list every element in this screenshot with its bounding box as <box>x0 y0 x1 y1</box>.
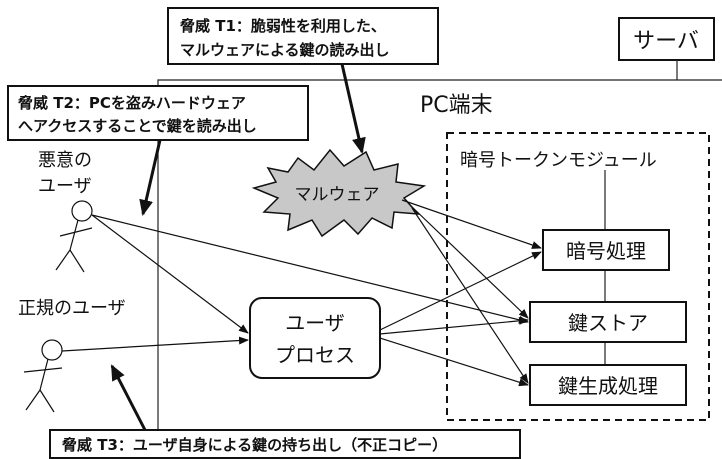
malicious-user-label-1: 悪意の <box>38 150 92 171</box>
threat-t2-line-2: へアクセスすることで鍵を読み出し <box>18 117 257 135</box>
threat-t2-line-1: 脅威 T2：PCを盗みハードウェア <box>17 94 246 112</box>
arrow-malicious-to-process <box>91 214 249 334</box>
threat-t1-line-2: マルウェアによる鍵の読み出し <box>180 41 390 59</box>
threat-t3-box <box>49 429 521 459</box>
threat-t1-arrow <box>340 63 366 154</box>
key-store-box <box>529 301 687 343</box>
threat-t2-arrow <box>139 139 162 216</box>
arrow-malware-to-keygen <box>411 207 529 384</box>
threat-t3-arrow <box>110 364 147 431</box>
arrow-process-to-crypto <box>379 251 542 331</box>
arrow-process-to-keygen <box>379 337 529 387</box>
threat-t1-box <box>167 7 439 65</box>
crypto-process-label: 暗号処理 <box>566 239 646 263</box>
malicious-user-figure-icon <box>55 200 93 273</box>
legit-user-figure-icon <box>23 339 63 413</box>
user-process-label-1: ユーザ <box>285 311 345 335</box>
malicious-user-label-2: ユーザ <box>38 176 92 197</box>
server-label: サーバ <box>633 29 699 54</box>
threat-t3-line-1: 脅威 T3：ユーザ自身による鍵の持ち出し（不正コピー） <box>61 436 447 454</box>
arrow-malicious-to-keystore <box>91 214 529 324</box>
arrow-malware-to-keystore <box>409 204 529 319</box>
key-store-label: 鍵ストア <box>568 311 648 335</box>
arrow-process-to-keystore <box>379 316 529 335</box>
threat-t2-box <box>7 85 309 141</box>
malware-label: マルウェア <box>295 185 380 205</box>
pc-terminal-frame <box>157 79 722 459</box>
crypto-process-box <box>542 229 670 271</box>
legit-user-label: 正規のユーザ <box>18 298 126 319</box>
crypto-module-box <box>446 132 710 421</box>
keygen-process-label: 鍵生成処理 <box>558 374 658 398</box>
pc-terminal-label: PC端末 <box>420 93 493 118</box>
malware-burst <box>251 148 427 238</box>
keygen-process-box <box>529 364 687 406</box>
user-process-label-2: プロセス <box>275 343 355 367</box>
server-box <box>618 17 715 61</box>
crypto-module-label: 暗号トークンモジュール <box>460 150 657 171</box>
threat-t1-line-1: 脅威 T1：脆弱性を利用した、 <box>179 17 386 35</box>
arrow-legit-to-process <box>61 336 249 352</box>
arrow-malware-to-crypto <box>401 199 542 249</box>
flow-arrows <box>61 199 542 387</box>
